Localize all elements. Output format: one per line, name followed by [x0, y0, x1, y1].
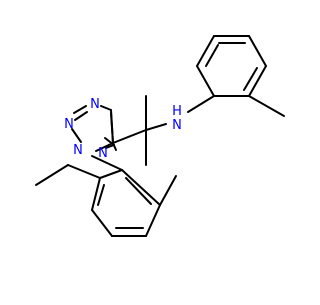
atom-label-n4: N — [90, 97, 100, 112]
bond — [91, 209, 113, 237]
bond — [99, 169, 123, 179]
bond — [91, 155, 123, 171]
bond — [71, 128, 82, 143]
canvas-background — [0, 0, 300, 300]
bond — [205, 44, 219, 67]
bond — [248, 65, 267, 97]
bond — [145, 123, 167, 131]
bond — [248, 35, 267, 67]
atom-label-nh-h: H — [172, 104, 182, 119]
bond — [67, 164, 101, 179]
bond — [196, 35, 215, 67]
bond — [243, 67, 258, 91]
atom-label-nh-n: N — [172, 118, 182, 133]
bond — [145, 204, 161, 237]
bond — [35, 164, 69, 186]
bond — [74, 111, 88, 121]
bond — [105, 144, 115, 149]
molecule-structure: N H N N N N — [0, 0, 300, 300]
bond — [248, 95, 285, 117]
bond — [121, 169, 161, 206]
bond — [196, 65, 215, 97]
atom-label-n1: N — [98, 146, 108, 161]
atom-label-layer: N H N N N N — [64, 97, 182, 161]
atom-label-n2: N — [73, 143, 83, 158]
structure-diagram: N H N N N N — [0, 0, 300, 300]
bond — [73, 105, 87, 114]
bond — [100, 105, 112, 111]
bond — [112, 129, 147, 144]
bond — [97, 184, 105, 206]
bond-layer — [35, 35, 285, 237]
bond — [125, 177, 152, 205]
bond — [91, 177, 101, 211]
bond — [95, 142, 114, 152]
atom-label-n3: N — [64, 117, 74, 132]
bond — [159, 175, 177, 206]
bond — [187, 95, 215, 113]
bond — [110, 112, 114, 144]
